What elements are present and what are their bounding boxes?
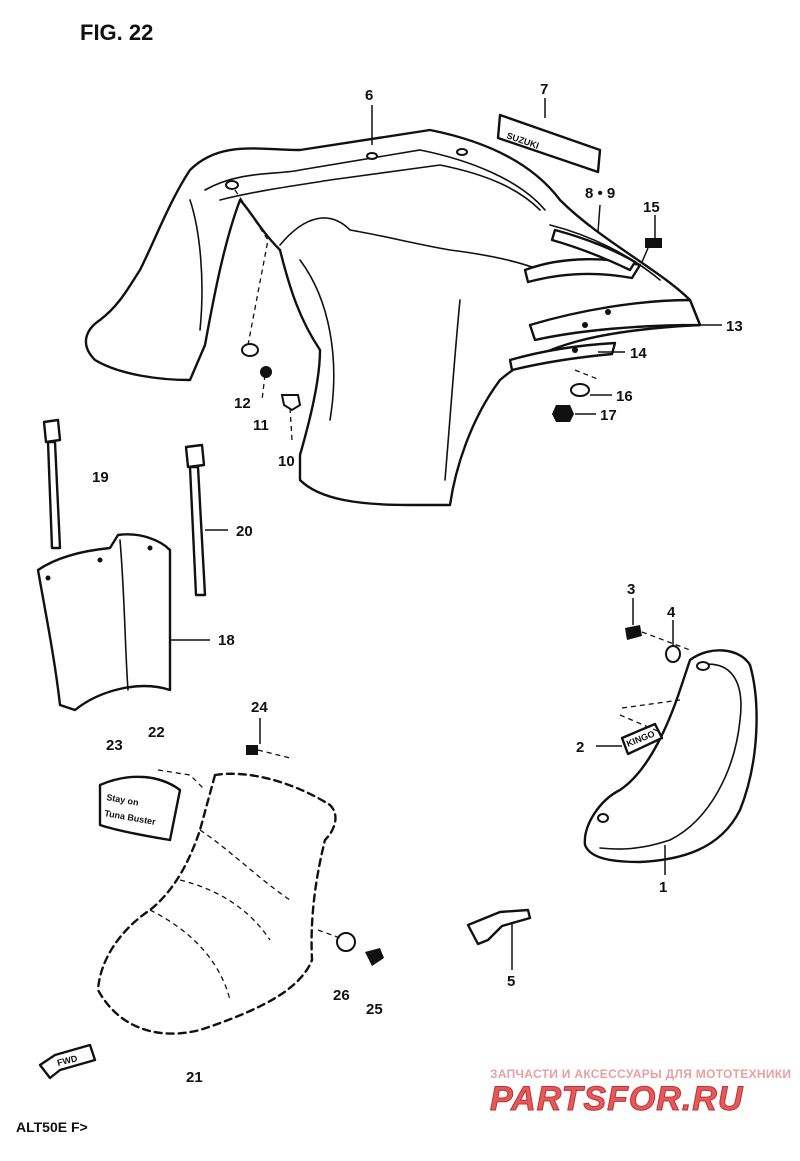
callout-labels: 1 2 3 4 5 6 7 8 • 9 10 11 12 13 14 15 16… bbox=[92, 81, 743, 1086]
front-inner-fender-part bbox=[96, 772, 337, 1035]
callout-1: 1 bbox=[659, 879, 667, 896]
fwd-arrow-icon: FWD bbox=[38, 1043, 97, 1080]
callout-11: 11 bbox=[253, 417, 269, 434]
screw-3-icon bbox=[625, 625, 642, 640]
callout-18: 18 bbox=[218, 632, 235, 649]
leader-lines bbox=[170, 98, 722, 970]
rear-fender-part bbox=[84, 128, 702, 507]
side-cover-part bbox=[583, 649, 758, 864]
callout-3: 3 bbox=[627, 581, 635, 598]
callout-20: 20 bbox=[236, 523, 253, 540]
callout-16: 16 bbox=[616, 388, 633, 405]
callout-14: 14 bbox=[630, 345, 647, 362]
watermark: ЗАПЧАСТИ И АКСЕССУАРЫ ДЛЯ МОТОТЕХНИКИ PA… bbox=[490, 1067, 792, 1119]
callout-25: 25 bbox=[366, 1001, 383, 1018]
model-code: ALT50E F> bbox=[16, 1119, 88, 1135]
callout-10: 10 bbox=[278, 453, 295, 470]
bolt-25-icon bbox=[365, 948, 384, 966]
callout-22: 22 bbox=[148, 724, 165, 741]
stay-on-decal-part: Stay on Tuna Buster bbox=[98, 775, 182, 842]
callout-2: 2 bbox=[576, 739, 584, 756]
callout-21: 21 bbox=[186, 1069, 203, 1086]
callout-8-9: 8 • 9 bbox=[585, 185, 615, 202]
grommet-4-icon bbox=[665, 645, 681, 663]
watermark-tagline: ЗАПЧАСТИ И АКСЕССУАРЫ ДЛЯ МОТОТЕХНИКИ bbox=[490, 1067, 791, 1081]
clip-5-icon bbox=[466, 908, 532, 946]
fender-fasteners bbox=[241, 238, 662, 422]
emblem-part: KINGO bbox=[620, 722, 664, 756]
callout-24: 24 bbox=[251, 699, 268, 716]
mud-flap-part bbox=[36, 533, 172, 712]
callout-17: 17 bbox=[600, 407, 617, 424]
cable-tie-part-19 bbox=[42, 418, 62, 550]
callout-26: 26 bbox=[333, 987, 350, 1004]
callout-19: 19 bbox=[92, 469, 109, 486]
watermark-logo: PARTSFOR.RU bbox=[490, 1080, 744, 1118]
callout-5: 5 bbox=[507, 973, 515, 990]
callout-12: 12 bbox=[234, 395, 251, 412]
callout-7: 7 bbox=[540, 81, 548, 98]
callout-15: 15 bbox=[643, 199, 660, 216]
callout-23: 23 bbox=[106, 737, 123, 754]
fwd-label: FWD bbox=[56, 1053, 79, 1068]
nut-26-icon bbox=[336, 932, 356, 952]
figure-title: FIG. 22 bbox=[80, 20, 153, 45]
bolt-24-icon bbox=[246, 745, 258, 755]
callout-13: 13 bbox=[726, 318, 743, 335]
callout-6: 6 bbox=[365, 87, 373, 104]
callout-4: 4 bbox=[667, 604, 676, 621]
fender-trim-parts bbox=[508, 228, 702, 372]
cable-tie-part-20 bbox=[184, 443, 207, 597]
